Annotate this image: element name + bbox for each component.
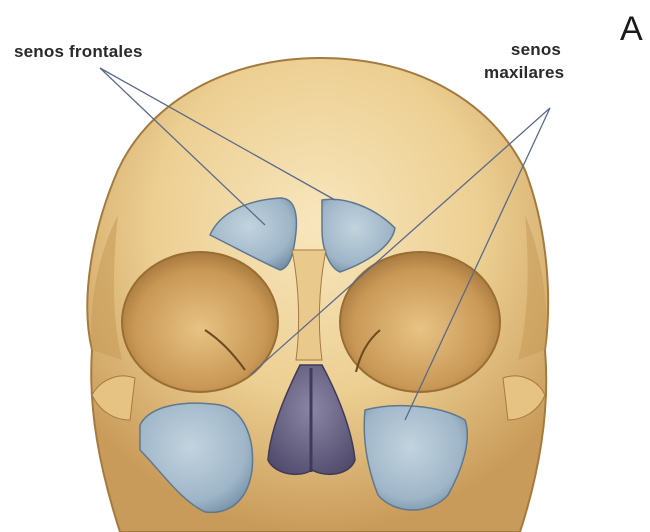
label-maxillary-sinuses-line1: senos: [505, 40, 567, 60]
label-maxillary-sinuses-line2: maxilares: [484, 63, 564, 83]
panel-letter: A: [620, 10, 643, 49]
label-frontal-sinuses: senos frontales: [14, 42, 143, 62]
